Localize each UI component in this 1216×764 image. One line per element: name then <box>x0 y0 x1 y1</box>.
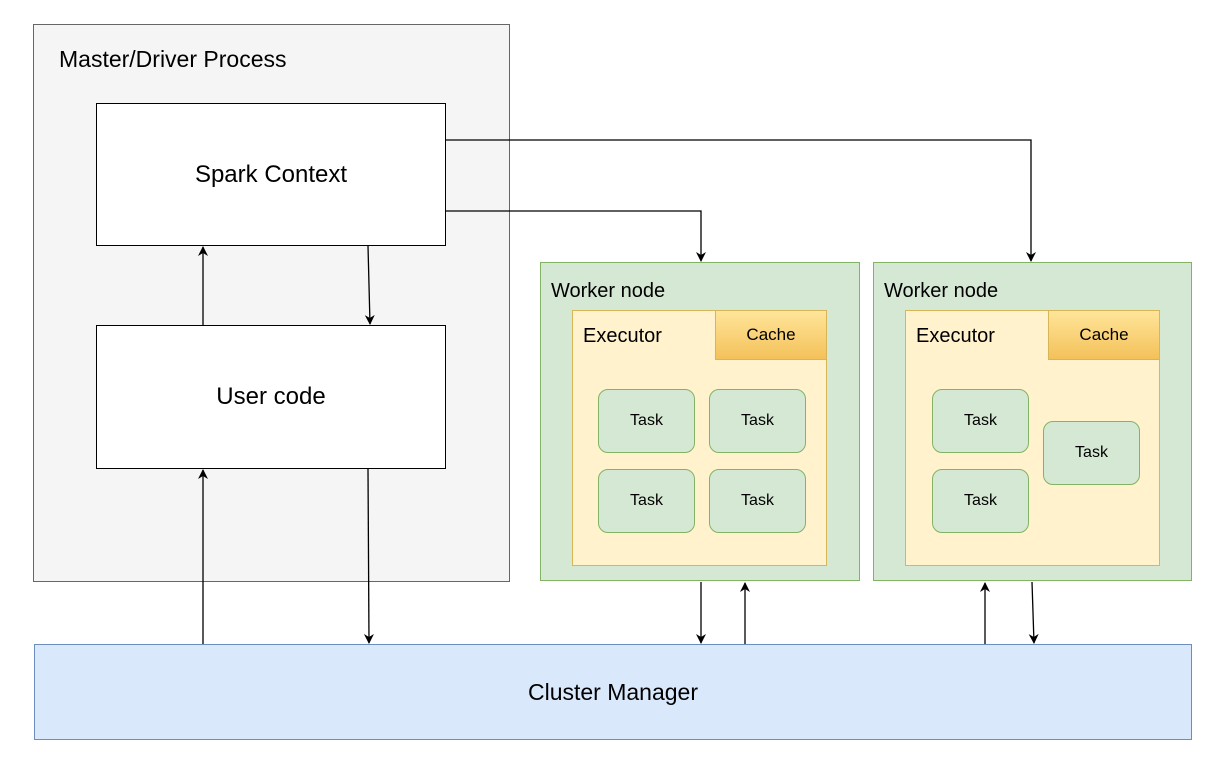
task-box[interactable]: Task <box>598 469 695 533</box>
cache-1[interactable]: Cache <box>715 310 827 360</box>
worker-node-1-title: Worker node <box>551 280 666 302</box>
arrow-spark-to-user-code <box>364 245 375 325</box>
executor-1-title: Executor <box>583 325 662 347</box>
cluster-manager-label: Cluster Manager <box>527 678 699 705</box>
task-box[interactable]: Task <box>932 469 1029 533</box>
task-label: Task <box>630 492 663 509</box>
task-label: Task <box>964 412 997 429</box>
task-label: Task <box>630 412 663 429</box>
arrow-spark-to-worker-1 <box>446 210 706 262</box>
task-label: Task <box>741 492 774 509</box>
task-box[interactable]: Task <box>932 389 1029 453</box>
task-box[interactable]: Task <box>709 469 806 533</box>
cache-1-label: Cache <box>746 325 796 344</box>
task-label: Task <box>964 492 997 509</box>
cache-2-label: Cache <box>1079 325 1129 344</box>
task-box[interactable]: Task <box>709 389 806 453</box>
executor-2-title: Executor <box>916 325 995 347</box>
spark-context-box[interactable]: Spark Context <box>96 103 446 246</box>
worker-node-2-title: Worker node <box>884 280 999 302</box>
arrow-worker-2-to-cluster <box>1028 581 1039 644</box>
cluster-manager-box[interactable]: Cluster Manager <box>34 644 1192 740</box>
task-box[interactable]: Task <box>1043 421 1140 485</box>
spark-context-label: Spark Context <box>194 160 348 188</box>
task-box[interactable]: Task <box>598 389 695 453</box>
cache-2[interactable]: Cache <box>1048 310 1160 360</box>
arrow-user-code-to-cluster <box>363 468 374 644</box>
user-code-box[interactable]: User code <box>96 325 446 469</box>
arrow-spark-to-worker-2 <box>446 139 1036 262</box>
master-driver-title: Master/Driver Process <box>59 46 287 72</box>
task-label: Task <box>741 412 774 429</box>
task-label: Task <box>1075 444 1108 461</box>
user-code-label: User code <box>216 383 326 410</box>
